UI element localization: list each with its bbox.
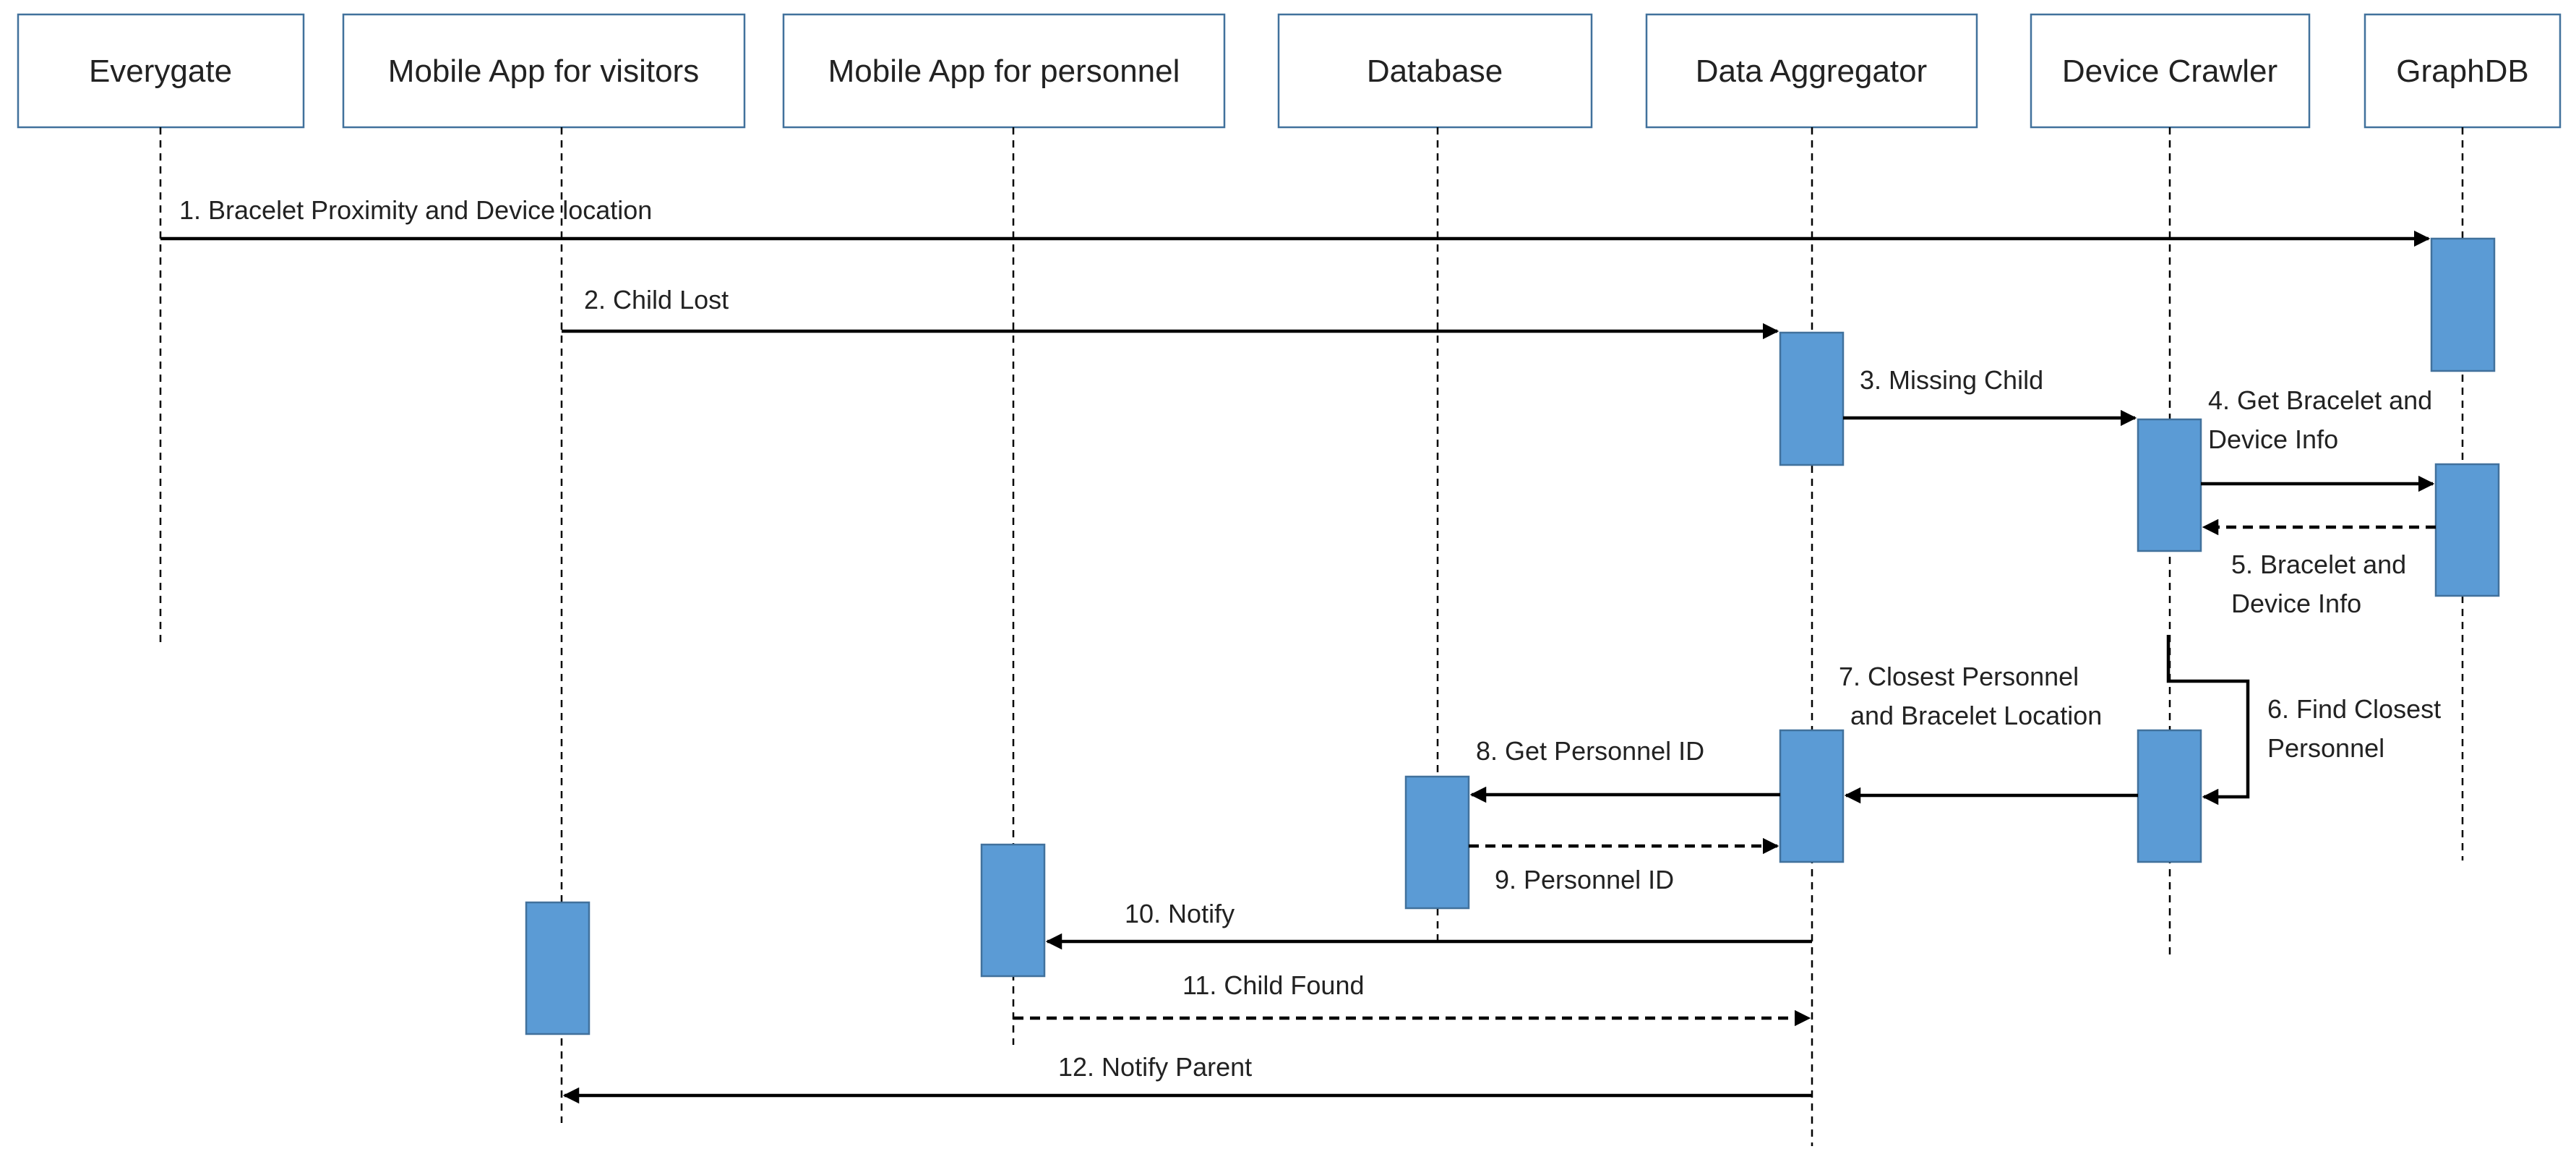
message-label: 7. Closest Personnel xyxy=(1839,662,2079,691)
message-7: 7. Closest Personnel and Bracelet Locati… xyxy=(1839,662,2138,804)
message-label: 3. Missing Child xyxy=(1860,365,2043,395)
message-11: 11. Child Found xyxy=(1013,970,1811,1027)
participant-label: Data Aggregator xyxy=(1696,54,1927,89)
activation-bar xyxy=(1404,775,1470,910)
message-label: 1. Bracelet Proximity and Device locatio… xyxy=(179,195,652,225)
participant-box xyxy=(1645,13,1978,129)
message-label: Device Info xyxy=(2231,589,2361,618)
message-label: Personnel xyxy=(2267,733,2384,763)
message-label: 10. Notify xyxy=(1125,899,1235,928)
message-label: and Bracelet Location xyxy=(1850,701,2102,730)
participant-device-crawler: Device Crawler xyxy=(2030,13,2311,129)
message-9: 9. Personnel ID xyxy=(1469,837,1779,894)
participant-data-aggregator: Data Aggregator xyxy=(1645,13,1978,129)
participant-graphdb: GraphDB xyxy=(2364,13,2562,129)
message-1: 1. Bracelet Proximity and Device locatio… xyxy=(160,195,2431,247)
message-label: 2. Child Lost xyxy=(584,285,729,315)
message-label: 8. Get Personnel ID xyxy=(1476,736,1704,766)
participant-label: Database xyxy=(1367,54,1503,89)
participant-label: GraphDB xyxy=(2396,54,2528,89)
message-label: Device Info xyxy=(2208,424,2338,454)
activation-bar xyxy=(1779,729,1845,863)
message-12: 12. Notify Parent xyxy=(562,1052,1812,1104)
activation-bar xyxy=(2430,237,2496,372)
participant-box xyxy=(17,13,305,129)
participant-box xyxy=(1277,13,1593,129)
message-label: 5. Bracelet and xyxy=(2231,550,2406,579)
participant-mobile-visitors: Mobile App for visitors xyxy=(342,13,746,129)
message-label: 4. Get Bracelet and xyxy=(2208,385,2432,415)
activation-bar xyxy=(525,901,591,1035)
message-2: 2. Child Lost xyxy=(562,285,1779,340)
activation-bar xyxy=(2137,418,2202,552)
message-arrow xyxy=(2166,635,2250,806)
activation-bar xyxy=(1779,331,1845,466)
participant-box xyxy=(2030,13,2311,129)
message-label: 9. Personnel ID xyxy=(1495,865,1674,894)
participant-label: Everygate xyxy=(89,54,232,89)
message-label: 11. Child Found xyxy=(1182,970,1365,1000)
message-8: 8. Get Personnel ID xyxy=(1469,736,1780,803)
participant-label: Mobile App for visitors xyxy=(388,54,699,89)
message-label: 12. Notify Parent xyxy=(1058,1052,1252,1082)
participant-database: Database xyxy=(1277,13,1593,129)
participant-box xyxy=(782,13,1226,129)
activation-bar xyxy=(2434,463,2500,597)
message-label: 6. Find Closest xyxy=(2267,694,2441,724)
participant-mobile-personnel: Mobile App for personnel xyxy=(782,13,1226,129)
activation-bar xyxy=(2137,729,2202,863)
participant-box xyxy=(342,13,746,129)
participant-label: Mobile App for personnel xyxy=(828,54,1180,89)
message-4: 4. Get Bracelet and Device Info xyxy=(2201,385,2435,492)
participant-everygate: Everygate xyxy=(17,13,305,129)
message-6: 6. Find Closest Personnel xyxy=(2166,635,2441,806)
message-10: 10. Notify xyxy=(1045,899,1812,950)
participant-label: Device Crawler xyxy=(2062,54,2277,89)
message-5: 5. Bracelet and Device Info xyxy=(2202,518,2436,618)
message-3: 3. Missing Child xyxy=(1843,365,2137,427)
activation-bar xyxy=(980,843,1046,978)
